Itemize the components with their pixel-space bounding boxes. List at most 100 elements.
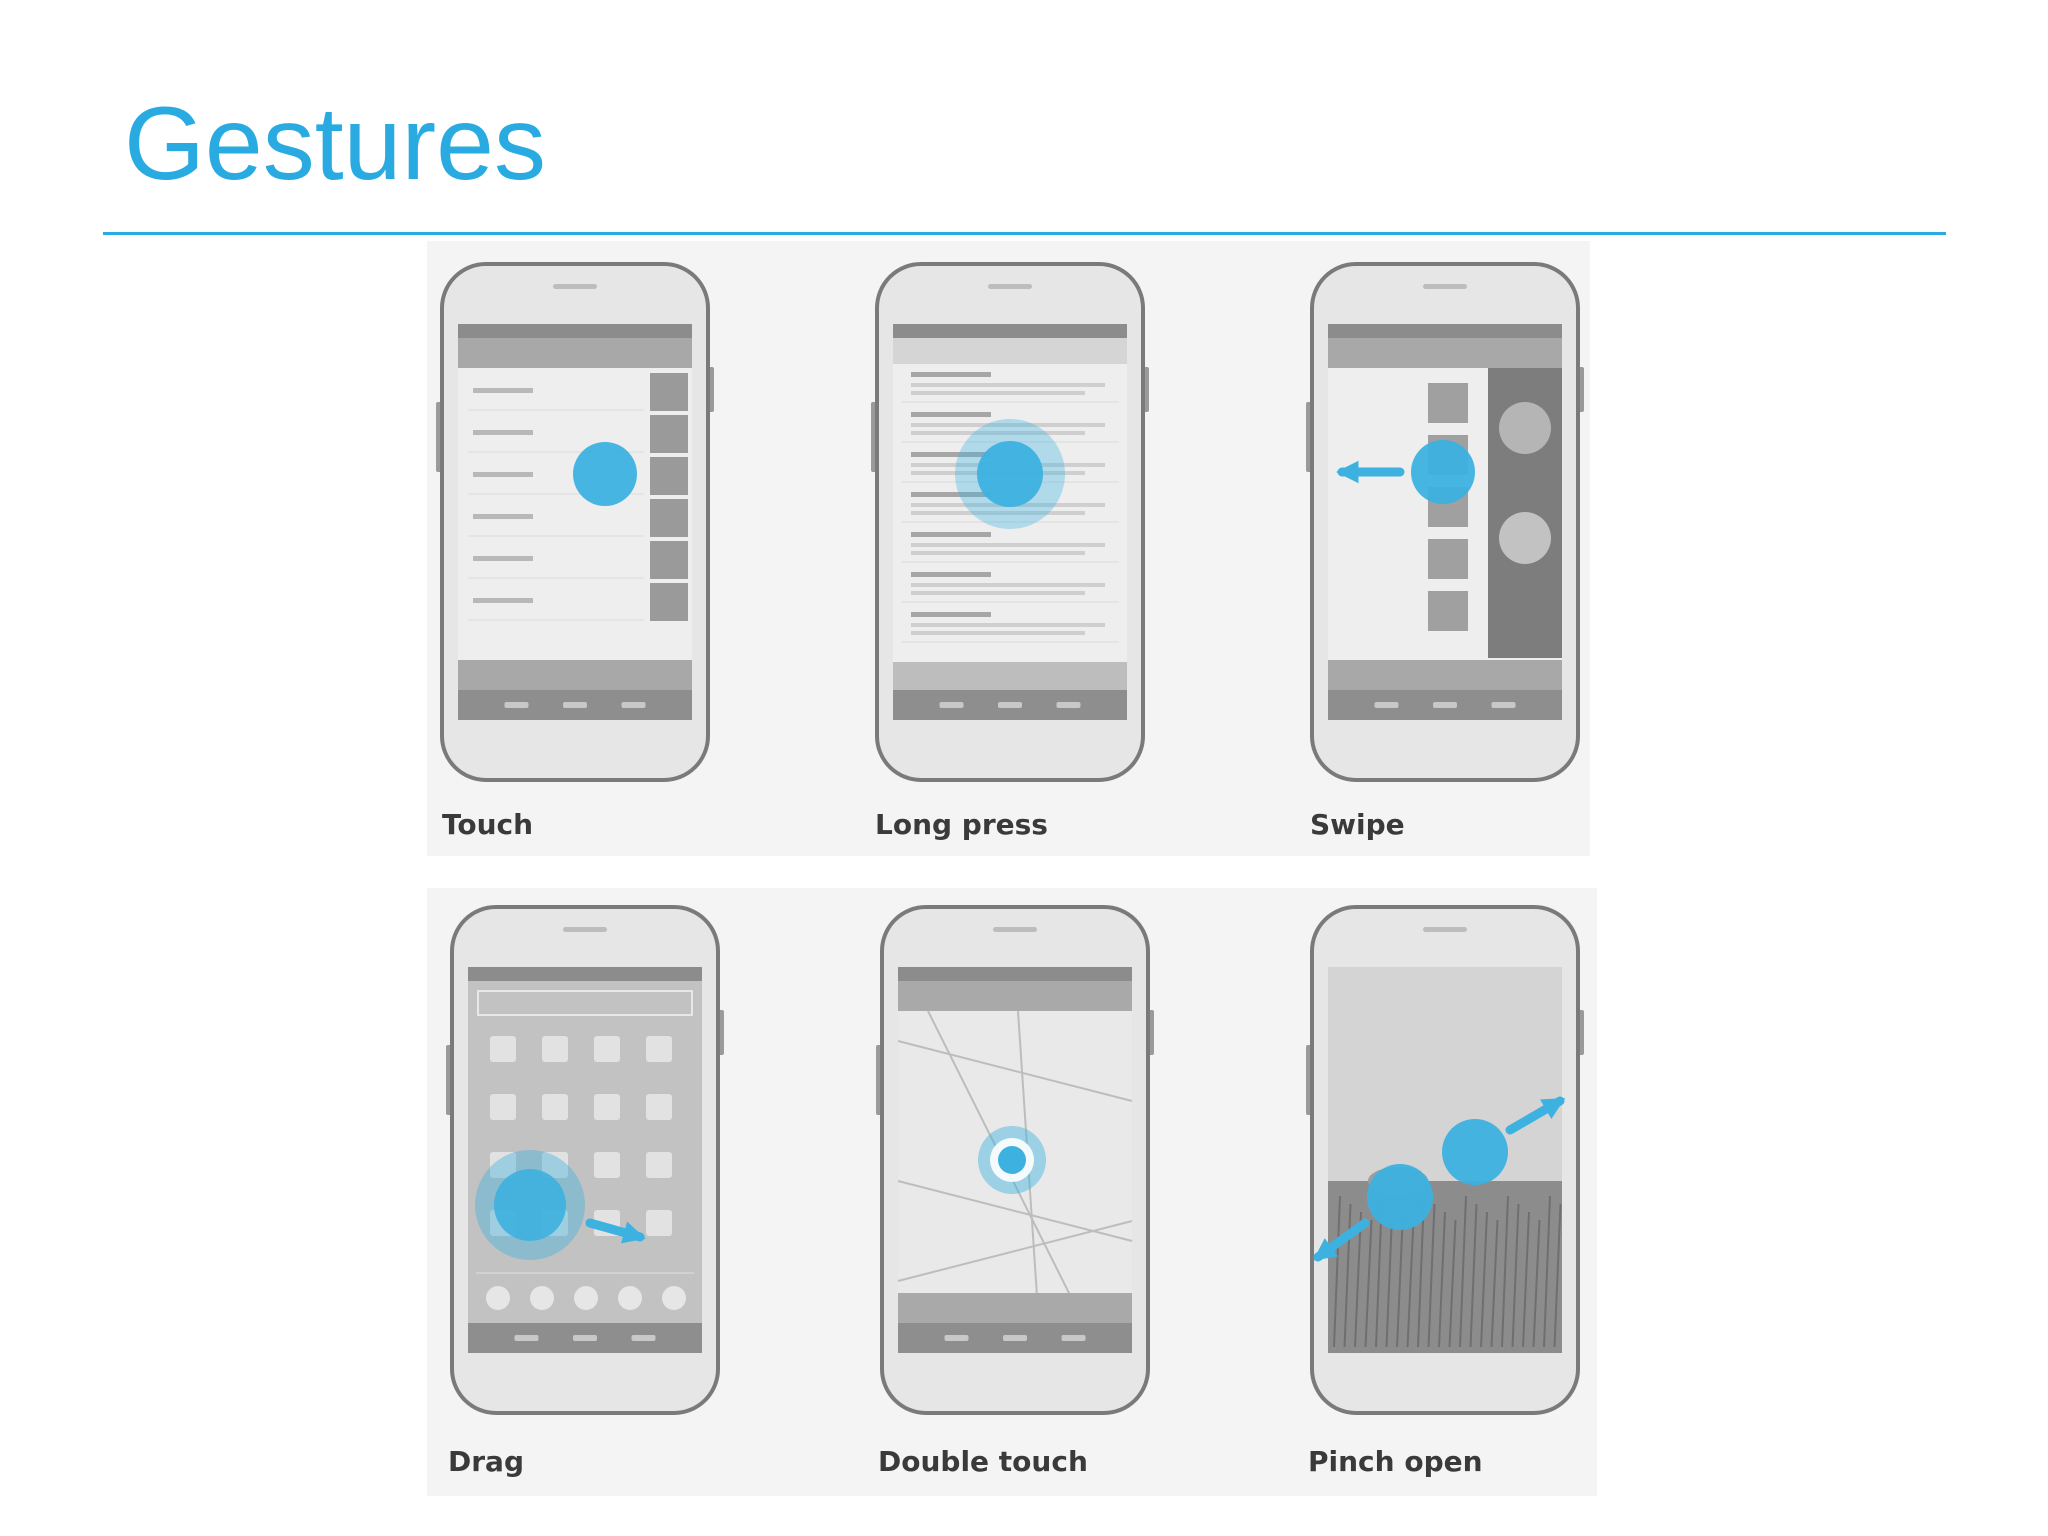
grass-blade [1543,1195,1551,1348]
screen-content [468,981,702,1323]
app-icon [594,1094,620,1120]
back-icon [504,702,529,708]
gesture-label: Swipe [1310,808,1405,841]
status-bar [458,324,692,338]
speaker-grille [993,927,1037,932]
dock-icon [530,1286,554,1310]
contact-portrait [1499,512,1551,564]
contact-photo [650,373,688,411]
grass-blade [1406,1219,1415,1348]
email-snippet-line [911,543,1105,547]
action-bar [893,662,1127,690]
speaker-grille [988,284,1032,289]
app-icon [542,1152,568,1178]
app-icon [490,1152,516,1178]
gesture-touch: Touch [436,262,714,842]
dock-icon [662,1286,686,1310]
app-icon [490,1036,516,1062]
gesture-label: Double touch [878,1445,1088,1478]
speaker-grille [1423,927,1467,932]
gesture-label: Pinch open [1308,1445,1483,1478]
contact-name-line [473,598,533,603]
back-icon [939,702,964,708]
gesture-indicator [1313,1096,1566,1262]
gesture-label: Drag [448,1445,524,1478]
back-icon [944,1335,969,1341]
grass-blade [1354,1211,1362,1348]
grass-blade [1417,1195,1425,1348]
inbox-header [893,338,1127,364]
gesture-pinch-open: Pinch open [1306,905,1584,1485]
title-divider [103,232,1946,235]
speaker-grille [553,284,597,289]
dock-icon [486,1286,510,1310]
status-bar [468,967,702,981]
back-icon [514,1335,539,1341]
email-snippet-line [911,391,1085,395]
recents-icon [1491,702,1516,708]
map-road [897,1040,1133,1102]
touch-point [494,1169,566,1241]
recents-icon [631,1335,656,1341]
speaker-grille [563,927,607,932]
contact-photo [650,583,688,621]
app-icon [542,1036,568,1062]
email-snippet-line [911,423,1105,427]
home-icon [1003,1335,1027,1341]
drag-arrow-head [621,1221,646,1244]
touch-point [977,441,1043,507]
email-snippet-line [911,631,1085,635]
status-bar [893,324,1127,338]
email-snippet-line [911,583,1105,587]
pinch-arrow-left-head [1313,1238,1338,1261]
contact-name-line [473,430,533,435]
email-sender-line [911,532,991,537]
tab-bar [458,338,692,368]
grass-blade [1396,1211,1404,1348]
action-bar [1328,660,1562,690]
email-snippet-line [911,623,1105,627]
app-icon [542,1094,568,1120]
grass-blade [1480,1211,1488,1348]
home-icon [1433,702,1457,708]
contact-name-line [473,388,533,393]
email-snippet-line [911,431,1085,435]
grass-blade [1448,1219,1457,1348]
phone-illustration [876,905,1154,1415]
phone-illustration [1306,905,1584,1415]
gesture-label: Touch [442,808,534,841]
grass-blade [1522,1211,1530,1348]
contact-portrait [1499,402,1551,454]
contact-thumb [1428,591,1468,631]
phone-illustration [436,262,714,782]
grass-blade [1427,1203,1436,1348]
app-icon [646,1036,672,1062]
grass-blade [1511,1203,1520,1348]
grass-blade [1501,1195,1509,1348]
contact-name-line [473,514,533,519]
search-widget [477,990,693,1016]
phone-illustration [1306,262,1584,782]
email-sender-line [911,372,991,377]
status-bar [1328,324,1562,338]
gesture-indicator [1336,440,1475,504]
action-bar [458,660,692,690]
grass-blade [1553,1203,1562,1348]
tab-bar [1328,338,1562,368]
recents-icon [1056,702,1081,708]
map-road [897,1220,1133,1282]
phone-illustration [871,262,1149,782]
dock-icon [618,1286,642,1310]
screen-content [458,338,692,690]
gesture-label: Long press [875,808,1048,841]
email-sender-line [911,412,991,417]
email-sender-line [911,572,991,577]
grass-blade [1490,1219,1499,1348]
app-icon [646,1152,672,1178]
phone-illustration [446,905,724,1415]
recents-icon [621,702,646,708]
gesture-indicator [978,1126,1046,1194]
email-snippet-line [911,551,1085,555]
contact-photo [650,457,688,495]
recents-icon [1061,1335,1086,1341]
